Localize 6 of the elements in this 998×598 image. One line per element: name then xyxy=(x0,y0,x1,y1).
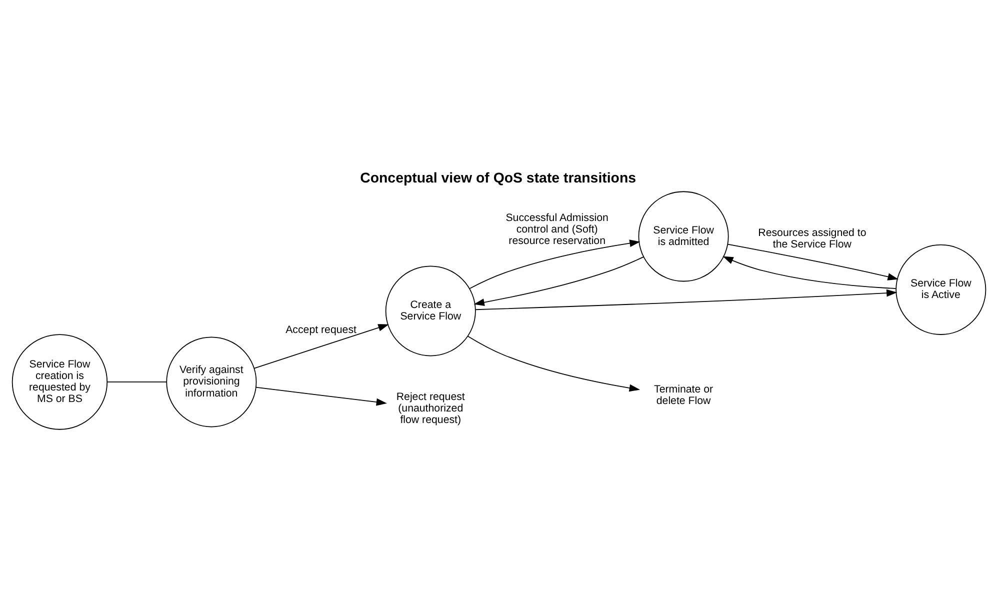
node-text: Reject request (unauthorized flow request) xyxy=(396,390,465,426)
edge-label: Resources assigned to the Service Flow xyxy=(758,227,866,251)
node-text: Terminate or delete Flow xyxy=(654,383,714,407)
edge-label: Successful Admission control and (Soft) resource reservation xyxy=(506,212,608,248)
edge-label: Accept request xyxy=(286,324,356,336)
diagram-title: Conceptual view of QoS state transitions xyxy=(360,170,636,187)
